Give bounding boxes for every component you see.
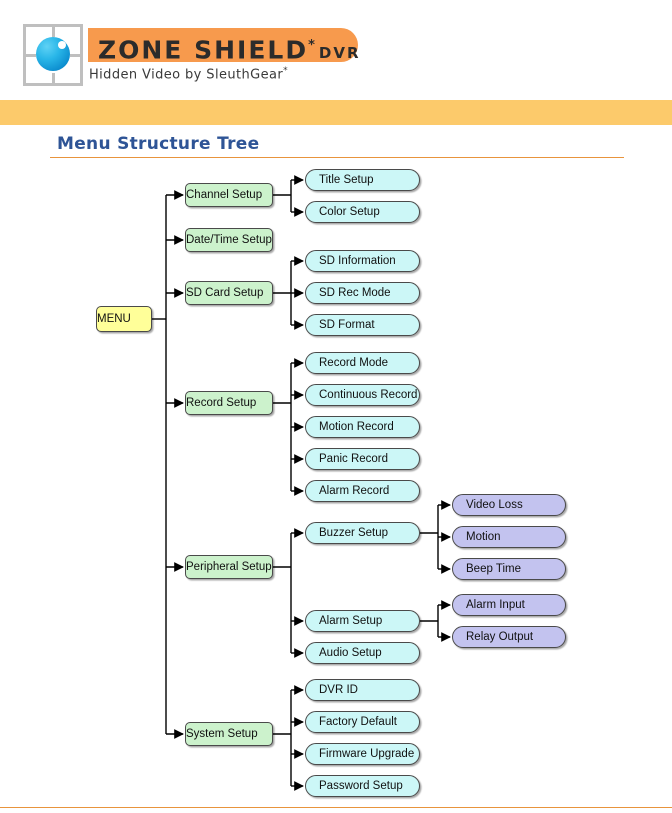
node-label: System Setup <box>186 728 258 740</box>
tree-node-l2-password-setup[interactable]: Password Setup <box>305 775 420 797</box>
node-label: Channel Setup <box>186 189 263 201</box>
tree-node-l3-alarm-input[interactable]: Alarm Input <box>452 594 566 616</box>
node-label: SD Card Setup <box>186 287 264 299</box>
tagline-trademark-star: * <box>283 66 289 76</box>
node-label: Alarm Setup <box>319 615 383 627</box>
brand-pill <box>88 28 358 62</box>
crosshair-sphere-logo-icon <box>23 24 83 86</box>
tree-node-l2-buzzer-setup[interactable]: Buzzer Setup <box>305 522 420 544</box>
tree-node-l2-firmware-upgrade[interactable]: Firmware Upgrade <box>305 743 420 765</box>
brand-suffix: DVR <box>318 44 361 63</box>
node-label: Motion <box>466 531 501 543</box>
node-label: SD Rec Mode <box>319 287 391 299</box>
page-header: ZONE SHIELD*DVR Hidden Video by SleuthGe… <box>0 0 672 100</box>
node-label: Video Loss <box>466 499 523 511</box>
title-divider <box>50 157 624 158</box>
node-label: Buzzer Setup <box>319 527 389 539</box>
node-label: Record Setup <box>186 397 257 409</box>
node-label: Peripheral Setup <box>186 561 272 573</box>
tree-node-l2-sd-rec-mode[interactable]: SD Rec Mode <box>305 282 420 304</box>
tree-node-l2-continuous-record[interactable]: Continuous Record <box>305 384 420 406</box>
brand-wordmark: ZONE SHIELD*DVR <box>98 31 368 65</box>
tree-node-l2-record-mode[interactable]: Record Mode <box>305 352 420 374</box>
node-label: Beep Time <box>466 563 521 575</box>
tree-node-l2-dvr-id[interactable]: DVR ID <box>305 679 420 701</box>
node-label: Record Mode <box>319 357 389 369</box>
tree-node-root-menu[interactable]: MENU <box>96 306 152 332</box>
node-label: Date/Time Setup <box>186 234 272 246</box>
logo-tick-top <box>51 24 55 37</box>
tree-node-l2-panic-record[interactable]: Panic Record <box>305 448 420 470</box>
tree-node-l1-peripheral-setup[interactable]: Peripheral Setup <box>185 555 273 579</box>
node-label: Firmware Upgrade <box>319 748 415 760</box>
tree-node-l2-title-setup[interactable]: Title Setup <box>305 169 420 191</box>
tree-node-l2-alarm-record[interactable]: Alarm Record <box>305 480 420 502</box>
node-label: MENU <box>97 313 131 325</box>
footer-divider <box>0 807 672 808</box>
tree-node-l2-alarm-setup[interactable]: Alarm Setup <box>305 610 420 632</box>
brand-name: ZONE SHIELD <box>98 35 309 65</box>
node-label: SD Information <box>319 255 396 267</box>
tree-node-l3-video-loss[interactable]: Video Loss <box>452 494 566 516</box>
tree-node-l3-beep-time[interactable]: Beep Time <box>452 558 566 580</box>
node-label: Alarm Input <box>466 599 525 611</box>
tagline-text: Hidden Video by SleuthGear <box>89 67 284 83</box>
node-label: Relay Output <box>466 631 534 643</box>
tree-node-l1-date-time-setup[interactable]: Date/Time Setup <box>185 228 273 252</box>
tree-node-l1-channel-setup[interactable]: Channel Setup <box>185 183 273 207</box>
node-label: Motion Record <box>319 421 394 433</box>
tree-node-l2-factory-default[interactable]: Factory Default <box>305 711 420 733</box>
header-color-band <box>0 100 672 125</box>
tree-node-l3-relay-output[interactable]: Relay Output <box>452 626 566 648</box>
logo-tick-bottom <box>51 73 55 86</box>
node-label: Panic Record <box>319 453 389 465</box>
logo-tick-right <box>70 53 83 57</box>
node-label: Continuous Record <box>319 389 418 401</box>
node-label: DVR ID <box>319 684 358 696</box>
brand-trademark-star: * <box>308 38 317 53</box>
tree-node-l2-color-setup[interactable]: Color Setup <box>305 201 420 223</box>
brand-tagline: Hidden Video by SleuthGear* <box>89 66 288 82</box>
node-label: Password Setup <box>319 780 403 792</box>
node-label: Alarm Record <box>319 485 390 497</box>
tree-node-l1-record-setup[interactable]: Record Setup <box>185 391 273 415</box>
tree-node-l2-audio-setup[interactable]: Audio Setup <box>305 642 420 664</box>
node-label: Color Setup <box>319 206 380 218</box>
tree-node-l2-sd-format[interactable]: SD Format <box>305 314 420 336</box>
page-title: Menu Structure Tree <box>57 134 260 154</box>
logo-highlight <box>58 41 66 49</box>
node-label: Factory Default <box>319 716 397 728</box>
node-label: Audio Setup <box>319 647 382 659</box>
node-label: Title Setup <box>319 174 374 186</box>
tree-node-l1-system-setup[interactable]: System Setup <box>185 722 273 746</box>
tree-node-l1-sd-card-setup[interactable]: SD Card Setup <box>185 281 273 305</box>
node-label: SD Format <box>319 319 375 331</box>
tree-node-l2-motion-record[interactable]: Motion Record <box>305 416 420 438</box>
tree-node-l2-sd-information[interactable]: SD Information <box>305 250 420 272</box>
logo-tick-left <box>23 53 36 57</box>
tree-node-l3-motion[interactable]: Motion <box>452 526 566 548</box>
